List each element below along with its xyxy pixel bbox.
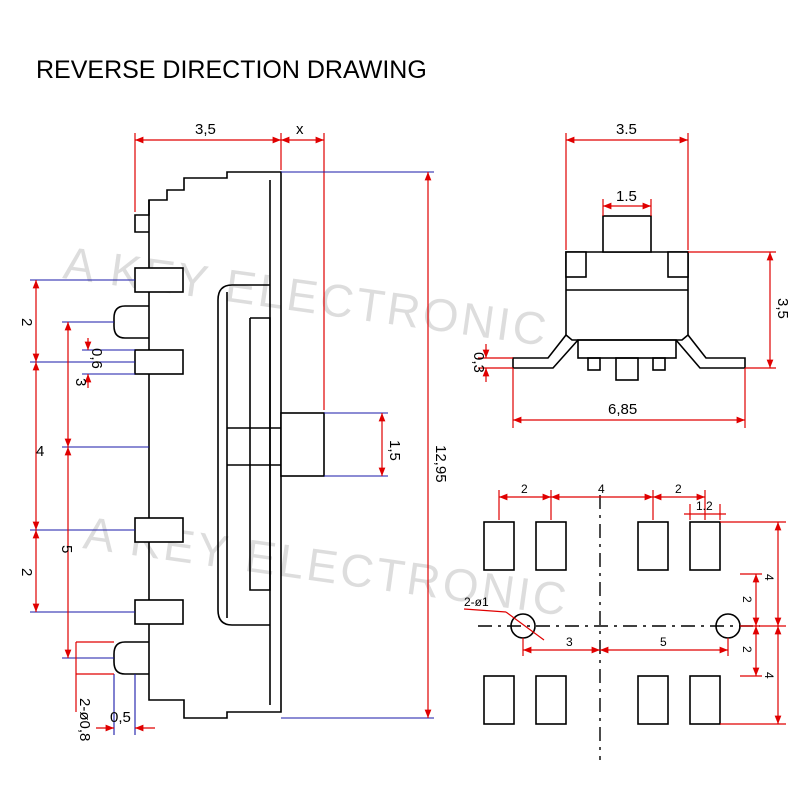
dim-pitch-d: 5 (58, 545, 75, 553)
dim-foot-span: 6,85 (608, 401, 637, 418)
dim-pad-width: 1.2 (696, 499, 713, 513)
dim-pitch-c: 4 (36, 443, 44, 460)
pin-3 (134, 517, 184, 543)
dim-spacing-right: 2 (675, 482, 682, 496)
dim-actuator-width: 1.5 (616, 188, 637, 205)
dim-pin-width: 0,5 (110, 709, 131, 726)
hole-label: 2-ø1 (464, 595, 489, 609)
dim-hole: 2-ø0,8 (76, 698, 93, 741)
post-2 (113, 641, 149, 675)
dim-v-bottom: 4 (762, 672, 776, 679)
dim-v-mid-top: 2 (740, 596, 754, 603)
dim-hole-right: 5 (660, 635, 667, 649)
dim-total-height: 12,95 (432, 445, 449, 483)
side-view: 3,5 x 12,95 1,5 2 2 4 5 (18, 121, 449, 741)
pad-bottom-2 (535, 675, 567, 725)
dim-leg-thickness: 0,3 (470, 352, 487, 373)
post-1 (113, 305, 149, 339)
pad-bottom-1 (483, 675, 515, 725)
dim-pitch-a: 2 (18, 318, 35, 326)
dim-v-top: 4 (762, 574, 776, 581)
dim-pin-offset: 0,6 (88, 348, 105, 369)
pad-top-3 (637, 521, 669, 571)
front-actuator (602, 215, 652, 253)
dim-body-width: 3.5 (616, 121, 637, 138)
actuator (280, 412, 325, 477)
pcb-footprint: 2 4 2 1.2 2-ø1 3 5 4 2 2 4 (463, 482, 786, 760)
pad-top-4 (689, 521, 721, 571)
pad-top-1 (483, 521, 515, 571)
pin-4 (134, 599, 184, 625)
dim-front-height: 3,5 (774, 298, 791, 319)
dim-x: x (296, 121, 304, 138)
pad-bottom-3 (637, 675, 669, 725)
front-view: 3.5 1.5 3,5 0,3 6,85 (470, 121, 791, 428)
dim-spacing-mid: 4 (598, 482, 605, 496)
pin-2 (134, 349, 184, 375)
dim-actuator: 1,5 (386, 440, 403, 461)
dim-pitch-b: 3 (72, 378, 89, 386)
dim-top-width: 3,5 (195, 121, 216, 138)
dim-hole-left: 3 (566, 635, 573, 649)
dim-pitch-e: 2 (18, 568, 35, 576)
pad-bottom-4 (689, 675, 721, 725)
dim-v-mid-bottom: 2 (740, 646, 754, 653)
dim-spacing-left: 2 (521, 482, 528, 496)
drawing-title: REVERSE DIRECTION DRAWING (36, 56, 427, 84)
pin-1 (134, 267, 184, 293)
pad-top-2 (535, 521, 567, 571)
